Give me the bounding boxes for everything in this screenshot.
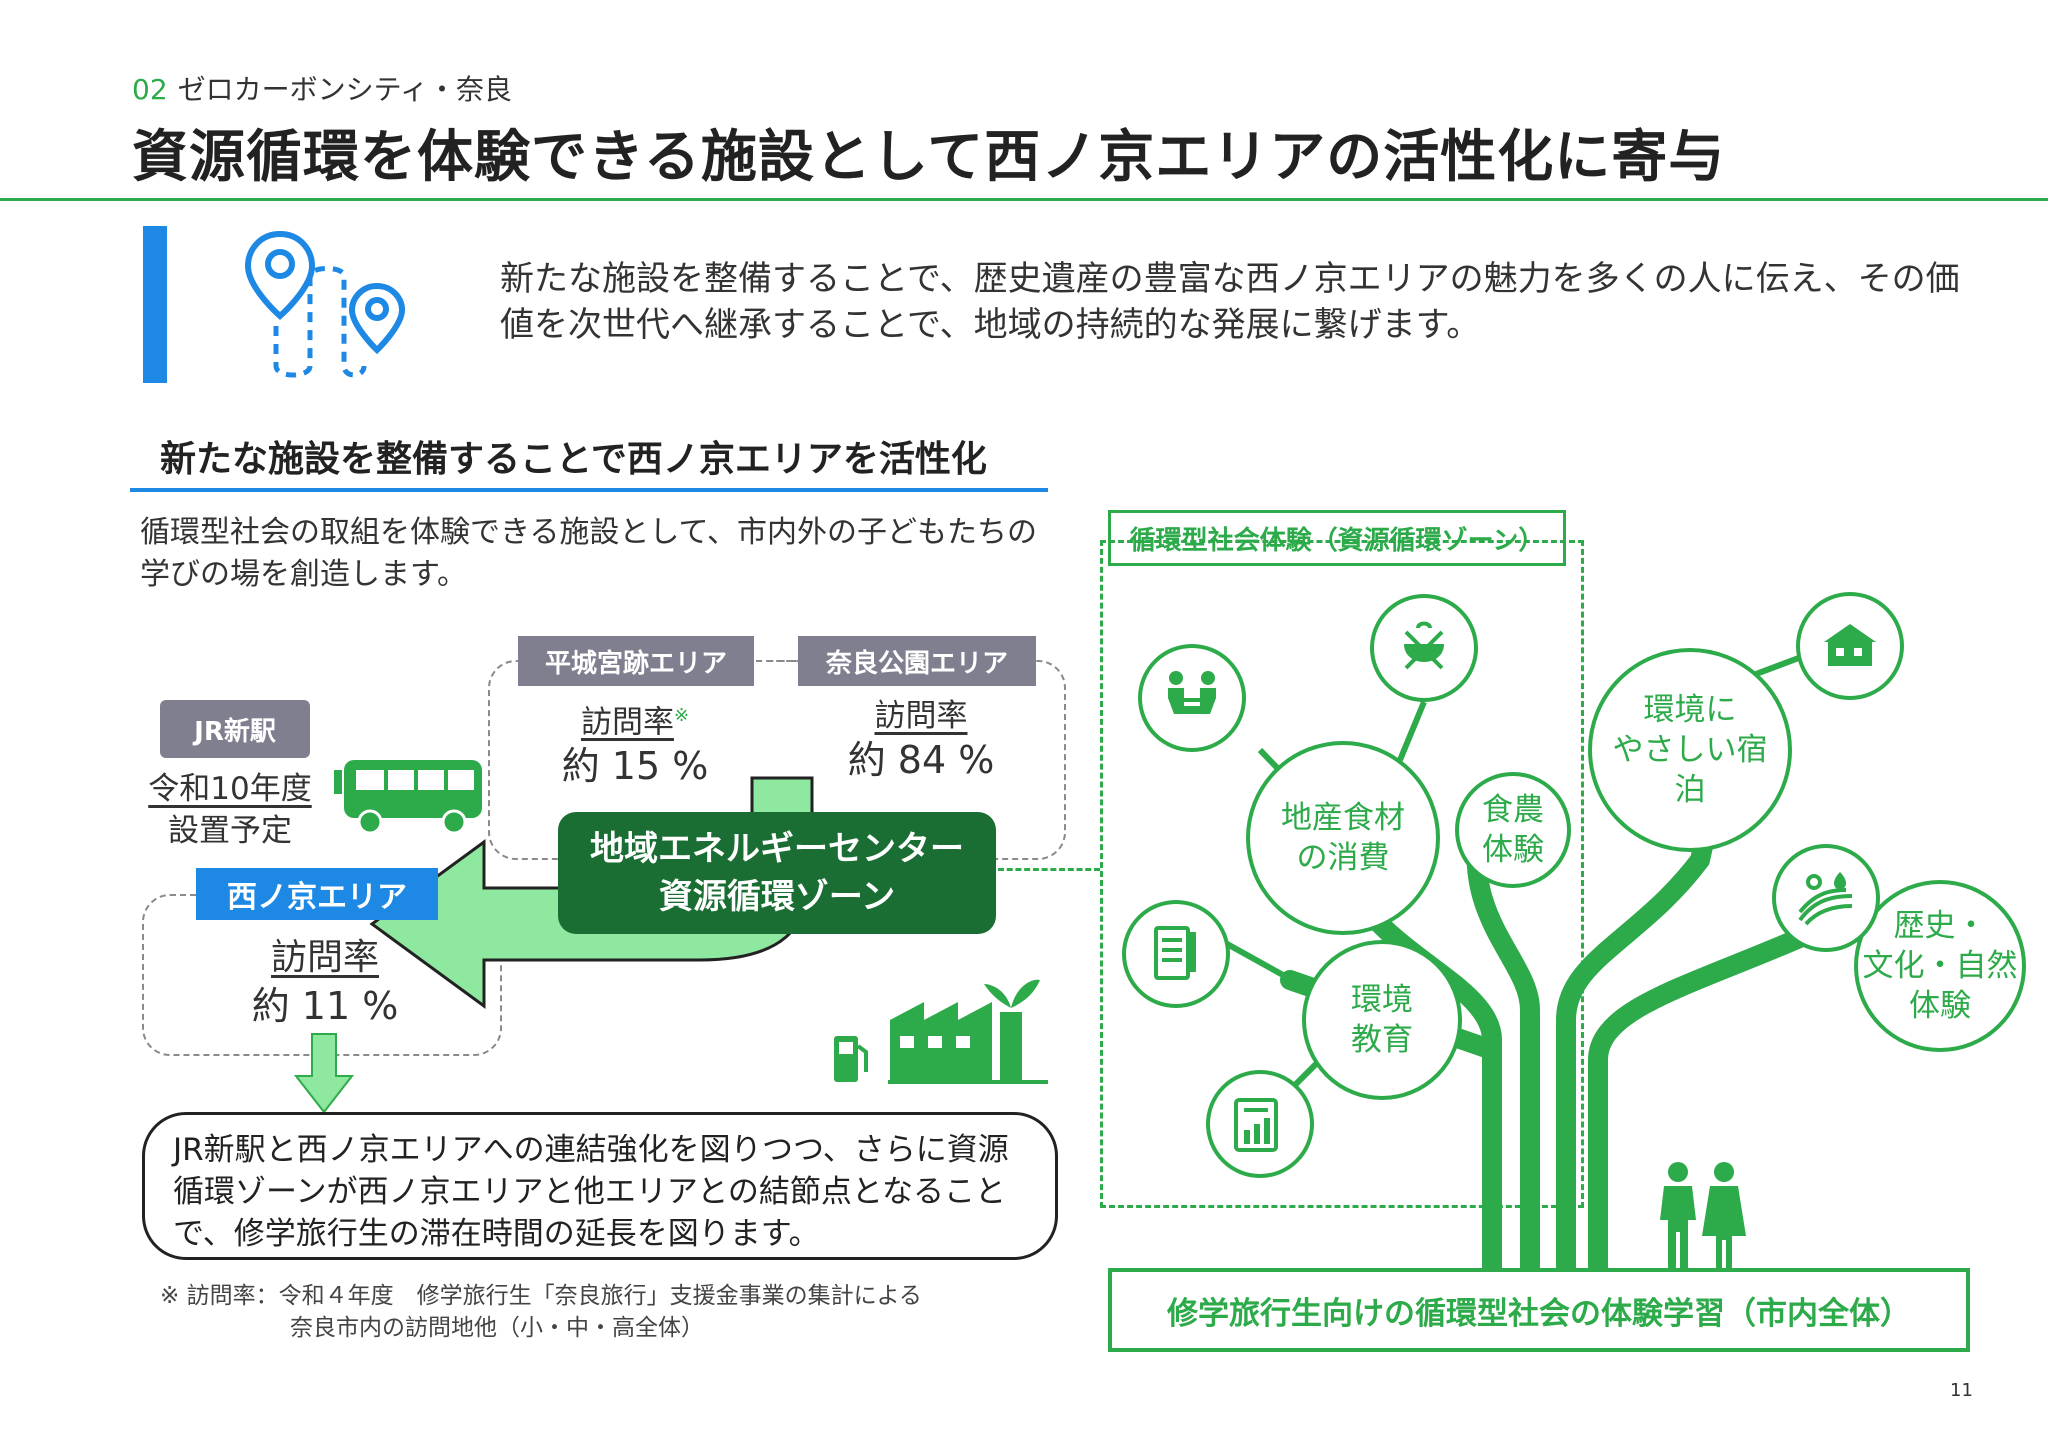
env-education-circle: 環境 教育: [1312, 960, 1452, 1080]
nishinokyo-area-tag: 西ノ京エリア: [196, 868, 438, 920]
heijo-visit-label: 訪問率: [580, 704, 674, 741]
heijo-visit-rate: 訪問率※ 約 15 %: [520, 694, 750, 788]
energy-center-box: 地域エネルギーセンター 資源循環ゾーン: [558, 812, 996, 934]
history-label-3: 体験: [1909, 988, 1971, 1024]
section-description: 循環型社会の取組を体験できる施設として、市内外の子どもたちの学びの場を創造します…: [140, 515, 1037, 592]
map-pin-icon: [244, 230, 406, 378]
food-agri-circle: 食農 体験: [1458, 780, 1568, 880]
nara-park-visit-rate: 訪問率 約 84 %: [806, 694, 1036, 782]
section-kicker: 02 ゼロカーボンシティ・奈良: [132, 68, 512, 108]
env-education-label-1: 環境: [1351, 982, 1413, 1018]
cooking-icon: [1404, 621, 1444, 670]
zone-dashed-frame: [1100, 540, 1584, 1208]
footnote-line-1: ※ 訪問率：令和４年度 修学旅行生「奈良旅行」支援金事業の集計による: [160, 1283, 922, 1309]
nishinokyo-visit-value: 約 11 %: [251, 984, 399, 1028]
fuel-pump-icon: [834, 1036, 868, 1082]
section-number: 02: [132, 73, 168, 106]
factory-icon: [888, 979, 1048, 1084]
zone-label: 循環型社会体験（資源循環ゾーン）: [1108, 510, 1566, 566]
energy-center-title: 地域エネルギーセンター: [590, 829, 964, 869]
heijo-area-tag: 平城宮跡エリア: [518, 636, 754, 686]
env-lodging-label-1: 環境に: [1643, 692, 1737, 728]
house-icon: [1824, 624, 1876, 666]
history-label-1: 歴史・: [1893, 908, 1987, 944]
energy-center-subtitle: 資源循環ゾーン: [658, 877, 896, 917]
document-icon: [1154, 926, 1196, 980]
nishinokyo-visit-rate: 訪問率 約 11 %: [210, 934, 440, 1030]
bottom-label-box: 修学旅行生向けの循環型社会の体験学習（市内全体）: [1108, 1268, 1970, 1352]
heijo-note-mark: ※: [673, 705, 690, 726]
history-circle: 歴史・ 文化・自然 体験: [1860, 896, 2020, 1036]
env-lodging-circle: 環境に やさしい宿泊: [1600, 670, 1780, 830]
zone-connector: [998, 868, 1100, 871]
section-divider: [130, 488, 1048, 492]
nara-park-area-tag: 奈良公園エリア: [798, 636, 1036, 686]
food-agri-label-1: 食農: [1482, 792, 1544, 828]
down-arrow: [293, 1033, 355, 1114]
history-label-2: 文化・自然: [1862, 948, 2018, 984]
summary-box: JR新駅と西ノ京エリアへの連結強化を図りつつ、さらに資源循環ゾーンが西ノ京エリア…: [142, 1112, 1058, 1260]
section-heading: 新たな施設を整備することで西ノ京エリアを活性化: [160, 439, 987, 480]
env-education-label-2: 教育: [1351, 1022, 1413, 1058]
jr-station-tag: JR新駅: [160, 700, 310, 758]
bus-icon: [334, 760, 482, 835]
nara-park-visit-value: 約 84 %: [847, 738, 995, 782]
jr-station-plan: 設置予定: [168, 813, 292, 849]
local-food-label-1: 地産食材: [1281, 800, 1405, 836]
nara-park-visit-label: 訪問率: [874, 698, 968, 734]
jr-station-year: 令和10年度: [148, 771, 312, 807]
nishinokyo-visit-label: 訪問率: [270, 937, 379, 978]
intro-text: 新たな施設を整備することで、歴史遺産の豊富な西ノ京エリアの魅力を多くの人に伝え、…: [500, 259, 1960, 345]
page-title: 資源循環を体験できる施設として西ノ京エリアの活性化に寄与: [132, 125, 1726, 190]
heijo-visit-value: 約 15 %: [561, 744, 709, 789]
intro-accent-bar: [143, 226, 167, 383]
footnote-line-2: 奈良市内の訪問地他（小・中・高全体）: [290, 1315, 704, 1341]
env-lodging-label-2: やさしい宿泊: [1612, 732, 1768, 808]
meeting-icon: [1168, 671, 1216, 714]
local-food-label-2: の消費: [1296, 840, 1390, 876]
section-name: ゼロカーボンシティ・奈良: [177, 73, 512, 106]
local-food-circle: 地産食材 の消費: [1248, 758, 1438, 918]
food-agri-label-2: 体験: [1482, 832, 1544, 868]
report-icon: [1234, 1098, 1278, 1152]
people-icon: [1660, 1162, 1746, 1268]
area-connector: [756, 660, 796, 662]
jr-station-info: 令和10年度 設置予定: [130, 768, 330, 852]
farm-icon: [1798, 872, 1853, 926]
title-divider: [0, 198, 2048, 201]
page-number: 11: [1950, 1380, 1973, 1401]
